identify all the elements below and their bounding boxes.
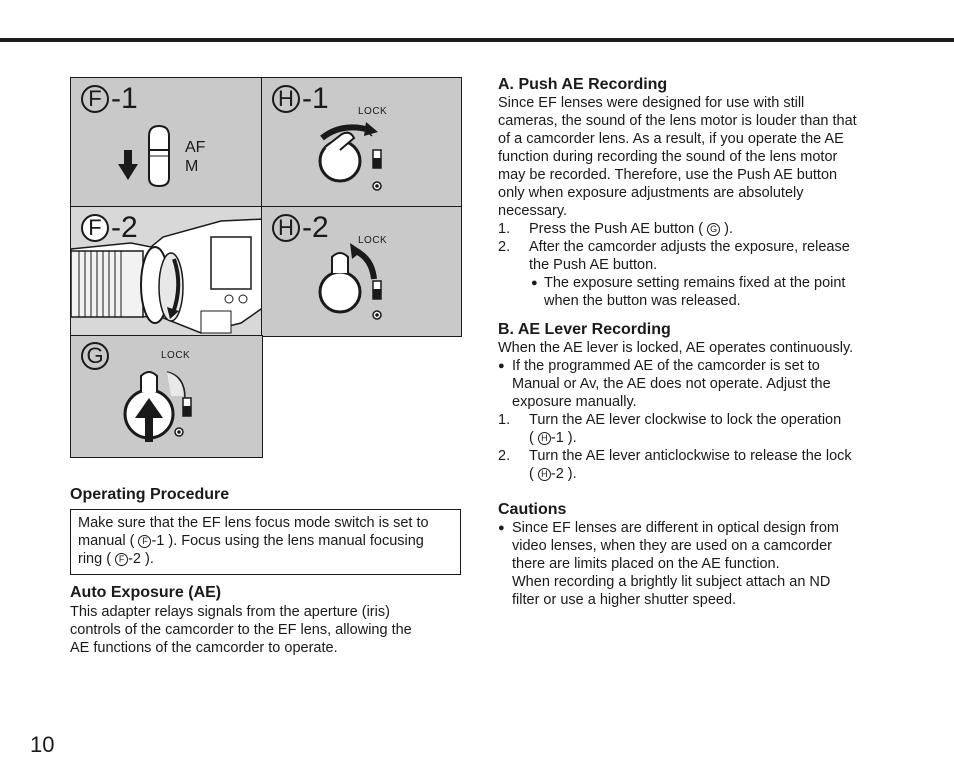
push-ae-button-illustration (123, 371, 192, 442)
caution-text: filter or use a higher shutter speed. (512, 592, 737, 608)
bullet: ● (498, 360, 505, 372)
circle-letter-g: G (81, 342, 109, 370)
focus-switch-illustration (118, 124, 170, 188)
push-ae-line: necessary. (498, 203, 568, 219)
lens-focus-ring-illustration (71, 207, 262, 336)
figure-g-label: G (81, 342, 109, 370)
note-text: The exposure setting remains fixed at th… (544, 275, 846, 291)
bullet: ● (531, 277, 538, 289)
figure-f2: F -2 (70, 206, 263, 337)
procedure-line: manual ( F-1 ). Focus using the lens man… (78, 533, 424, 549)
bullet-text: Manual or Av, the AE does not operate. A… (512, 376, 831, 392)
ref-h-icon: H (537, 468, 551, 481)
caution-text: When recording a brightly lit subject at… (512, 574, 831, 590)
ae-lever-intro: When the AE lever is locked, AE operates… (498, 340, 854, 356)
auto-exposure-heading: Auto Exposure (AE) (70, 584, 222, 601)
bullet: ● (498, 522, 505, 534)
step-number: 1. (498, 221, 511, 237)
note-text: when the button was released. (544, 293, 741, 309)
ae-lever-step-2: 2. Turn the AE lever anticlockwise to re… (498, 448, 852, 482)
push-ae-note: ● The exposure setting remains fixed at … (531, 274, 911, 310)
step-text: the Push AE button. (529, 257, 658, 273)
figure-f2-label: F -2 (81, 213, 138, 243)
ae-line: AE functions of the camcorder to operate… (70, 640, 338, 656)
figure-grid: F -1 AF M H -1 LOCK (70, 77, 462, 458)
push-ae-step-1: 1. Press the Push AE button ( G ). (498, 221, 734, 237)
switch-label-m: M (185, 158, 199, 175)
push-ae-line: cameras, the sound of the lens motor is … (498, 113, 857, 129)
lock-label: LOCK (358, 106, 388, 117)
step-text: Turn the AE lever clockwise to lock the … (529, 412, 842, 428)
figure-suffix: -1 (302, 82, 329, 115)
lock-label: LOCK (161, 350, 191, 361)
step-text: Turn the AE lever anticlockwise to relea… (529, 448, 852, 464)
ref-f-icon: F (115, 553, 129, 566)
push-ae-heading: A. Push AE Recording (498, 76, 668, 93)
push-ae-line: may be recorded. Therefore, use the Push… (498, 167, 838, 183)
ae-line: controls of the camcorder to the EF lens… (70, 622, 412, 638)
caution-text: there are limits placed on the AE functi… (512, 556, 780, 572)
top-rule (0, 38, 954, 42)
ae-lever-unlock-illustration (318, 243, 382, 320)
step-number: 2. (498, 448, 511, 464)
push-ae-line: function during recording the sound of t… (498, 149, 838, 165)
operating-procedure-heading: Operating Procedure (70, 486, 230, 503)
ae-lever-heading: B. AE Lever Recording (498, 321, 671, 338)
cautions-bullet: ● Since EF lenses are different in optic… (498, 519, 898, 609)
push-ae-step-2: 2. After the camcorder adjusts the expos… (498, 238, 898, 274)
ae-lever-lock-illustration (318, 122, 382, 191)
push-ae-line: only when exposure adjustments are absol… (498, 185, 804, 201)
caution-text: video lenses, when they are used on a ca… (512, 538, 832, 554)
caution-text: Since EF lenses are different in optical… (512, 520, 839, 536)
circle-letter-h: H (272, 214, 300, 242)
figure-suffix: -2 (111, 211, 138, 244)
ae-lever-bullet: ● If the programmed AE of the camcorder … (498, 357, 898, 411)
push-ae-line: of a camcorder lens. As a result, if you… (498, 131, 844, 147)
step-text: After the camcorder adjusts the exposure… (529, 239, 850, 255)
cautions-heading: Cautions (498, 501, 567, 518)
figure-f1-label: F -1 (81, 84, 138, 114)
ref-g-icon: G (707, 223, 721, 236)
figure-suffix: -2 (302, 211, 329, 244)
ref-f-icon: F (138, 535, 152, 548)
bullet-text: If the programmed AE of the camcorder is… (512, 358, 820, 374)
bullet-text: exposure manually. (512, 394, 637, 410)
step-number: 1. (498, 412, 511, 428)
procedure-line: Make sure that the EF lens focus mode sw… (78, 515, 429, 531)
circle-letter-f: F (81, 214, 109, 242)
step-number: 2. (498, 239, 511, 255)
operating-procedure-box: Make sure that the EF lens focus mode sw… (70, 509, 461, 575)
figure-f1: F -1 AF M (70, 77, 263, 208)
ae-lever-step-1: 1. Turn the AE lever clockwise to lock t… (498, 412, 842, 446)
circle-letter-f: F (81, 85, 109, 113)
page-number: 10 (30, 732, 55, 757)
figure-suffix: -1 (111, 82, 138, 115)
lock-label: LOCK (358, 235, 388, 246)
procedure-line: ring ( F-2 ). (78, 551, 154, 567)
push-ae-line: Since EF lenses were designed for use wi… (498, 95, 805, 111)
figure-h1-label: H -1 (272, 84, 329, 114)
switch-labels: AF M (185, 138, 205, 176)
ae-line: This adapter relays signals from the ape… (70, 604, 390, 620)
ref-h-icon: H (537, 432, 551, 445)
circle-letter-h: H (272, 85, 300, 113)
figure-h1: H -1 LOCK (261, 77, 462, 208)
figure-h2-label: H -2 (272, 213, 329, 243)
figure-h2: H -2 LOCK (261, 206, 462, 337)
figure-g: G LOCK (70, 335, 263, 458)
switch-label-af: AF (185, 139, 206, 156)
